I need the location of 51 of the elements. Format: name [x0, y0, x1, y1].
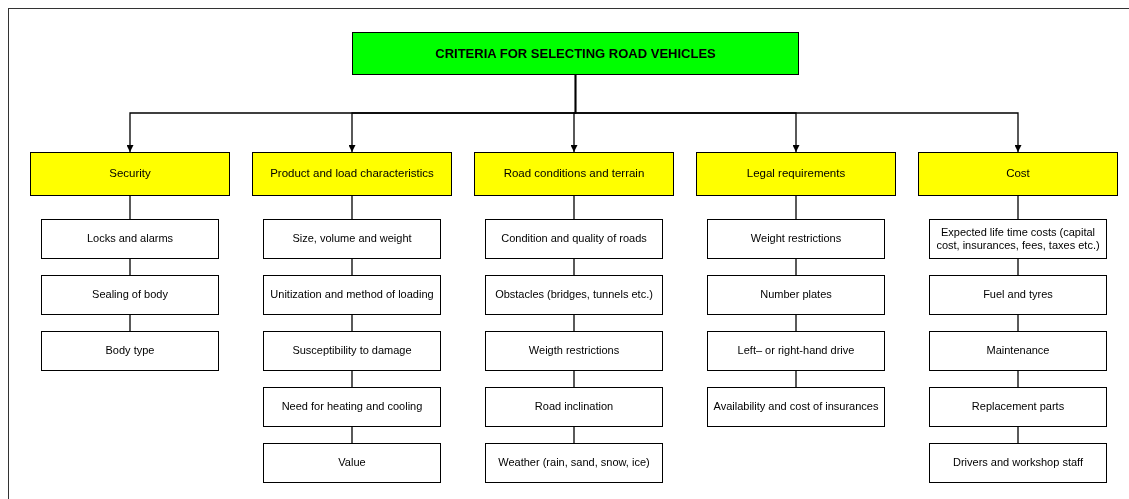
- connector-line: [573, 195, 575, 220]
- criterion-box: Weather (rain, sand, snow, ice): [485, 443, 663, 483]
- connector-line: [573, 258, 575, 276]
- connector-line: [795, 195, 797, 220]
- criterion-box: Body type: [41, 331, 219, 371]
- connector-line: [129, 314, 131, 332]
- category-box: Legal requirements: [696, 152, 896, 196]
- criterion-box: Weight restrictions: [707, 219, 885, 259]
- criterion-box: Susceptibility to damage: [263, 331, 441, 371]
- connector-line: [1017, 195, 1019, 220]
- criterion-box: Weigth restrictions: [485, 331, 663, 371]
- connector-line: [351, 195, 353, 220]
- criterion-box: Value: [263, 443, 441, 483]
- criterion-box: Replacement parts: [929, 387, 1107, 427]
- criterion-box: Fuel and tyres: [929, 275, 1107, 315]
- connector-line: [351, 370, 353, 388]
- criterion-box: Maintenance: [929, 331, 1107, 371]
- criterion-box: Condition and quality of roads: [485, 219, 663, 259]
- category-box: Cost: [918, 152, 1118, 196]
- criterion-box: Availability and cost of insurances: [707, 387, 885, 427]
- criterion-box: Expected life time costs (capital cost, insurances, fees, taxes etc.): [929, 219, 1107, 259]
- connector-line: [795, 258, 797, 276]
- connector-line: [1017, 314, 1019, 332]
- connector-line: [129, 195, 131, 220]
- criterion-box: Number plates: [707, 275, 885, 315]
- connector-line: [1017, 258, 1019, 276]
- criterion-box: Left– or right-hand drive: [707, 331, 885, 371]
- connector-line: [351, 314, 353, 332]
- connector-line: [1017, 370, 1019, 388]
- criterion-box: Locks and alarms: [41, 219, 219, 259]
- connector-line: [795, 314, 797, 332]
- connector-line: [129, 258, 131, 276]
- criterion-box: Size, volume and weight: [263, 219, 441, 259]
- connector-line: [573, 314, 575, 332]
- connector-line: [351, 258, 353, 276]
- criterion-box: Obstacles (bridges, tunnels etc.): [485, 275, 663, 315]
- criterion-box: Road inclination: [485, 387, 663, 427]
- criterion-box: Need for heating and cooling: [263, 387, 441, 427]
- category-box: Security: [30, 152, 230, 196]
- criterion-box: Sealing of body: [41, 275, 219, 315]
- arrow: [574, 74, 1022, 153]
- criterion-box: Unitization and method of loading: [263, 275, 441, 315]
- category-box: Road conditions and terrain: [474, 152, 674, 196]
- connector-line: [795, 370, 797, 388]
- title-box: CRITERIA FOR SELECTING ROAD VEHICLES: [352, 32, 799, 75]
- connector-line: [573, 426, 575, 444]
- connector-line: [351, 426, 353, 444]
- connector-line: [1017, 426, 1019, 444]
- criterion-box: Drivers and workshop staff: [929, 443, 1107, 483]
- category-box: Product and load characteristics: [252, 152, 452, 196]
- connector-line: [573, 370, 575, 388]
